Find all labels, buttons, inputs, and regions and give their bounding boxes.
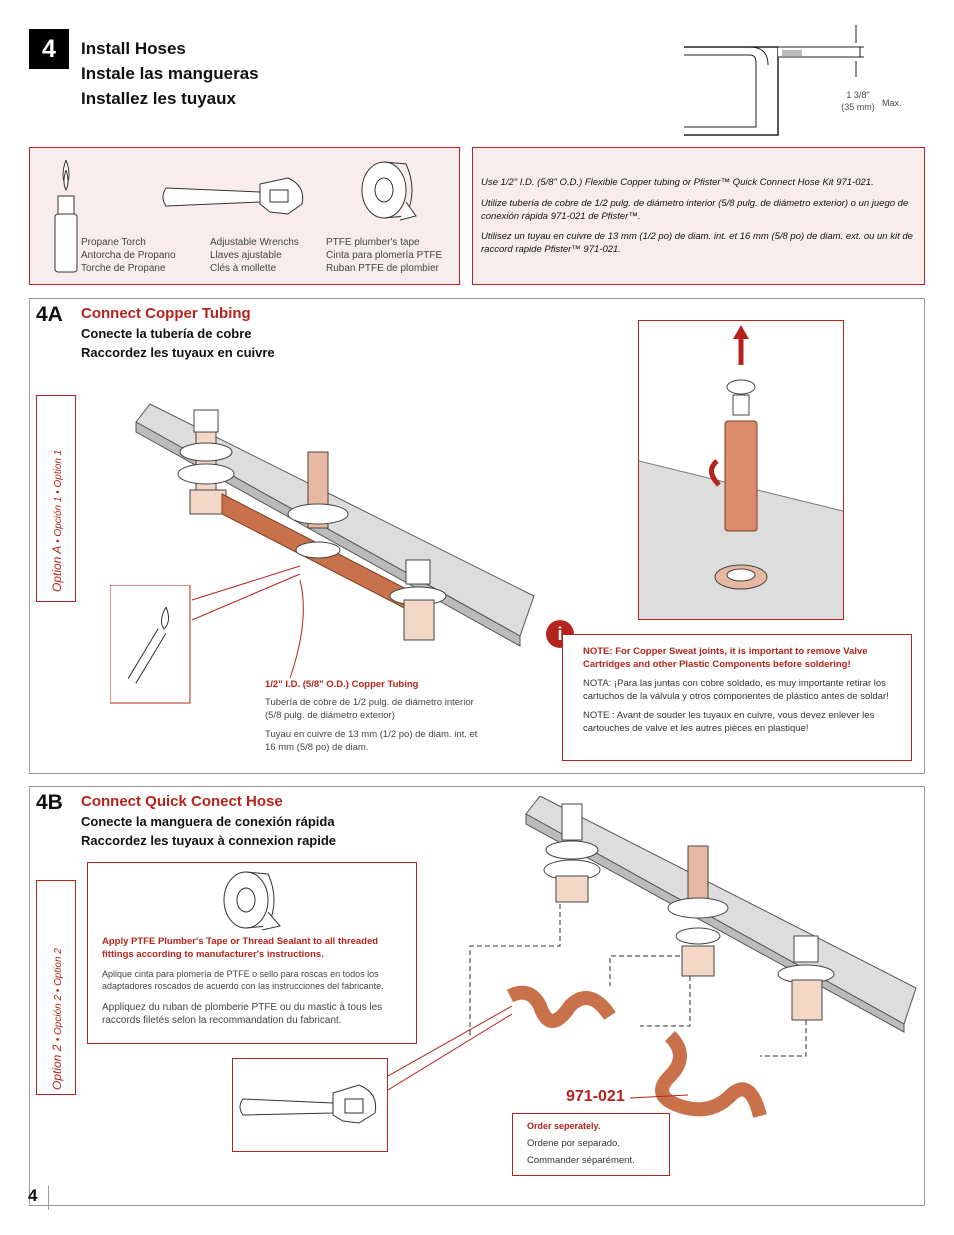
tubing-note-panel: Use 1/2" I.D. (5/8" O.D.) Flexible Coppe… [472, 147, 925, 285]
adjustable-wrench-icon [162, 177, 304, 215]
wrench-callout-lines [388, 1005, 513, 1091]
title-fr: Installez les tuyaux [81, 89, 236, 108]
tubing-note-fr: Utilisez un tuyau en cuivre de 13 mm (1/… [481, 231, 913, 255]
section-4b-title: Connect Quick Conect Hose [81, 793, 283, 810]
section-4b-label: 4B [36, 791, 63, 814]
step-number: 4 [29, 29, 69, 69]
tools-panel: Propane Torch Antorcha de Propano Torche… [29, 147, 460, 285]
propane-torch-icon [54, 159, 78, 273]
option-a-box [36, 395, 76, 602]
step-title: Install Hoses Instale las mangueras Inst… [81, 36, 259, 111]
dimension-label: 1 3/8" (35 mm) [841, 90, 875, 112]
ptfe-tape-icon [361, 161, 417, 221]
kit-number: 971-021 [566, 1088, 625, 1105]
title-es: Instale las mangueras [81, 64, 259, 83]
section-4a-subtitles: Conecte la tubería de cobre Raccordez le… [81, 326, 275, 360]
tubing-note-es: Utilize tubería de cobre de 1/2 pulg. de… [481, 198, 909, 222]
option-b-label: Option 2 • Opción 2 • Option 2 [50, 948, 64, 1090]
kit-leader-line [630, 1094, 689, 1099]
tool-torch: Propane Torch Antorcha de Propano Torche… [81, 237, 176, 274]
tubing-note-en: Use 1/2" I.D. (5/8" O.D.) Flexible Coppe… [481, 177, 874, 188]
tape-instruction-en: Apply PTFE Plumber's Tape or Thread Seal… [102, 936, 379, 960]
tool-tape: PTFE plumber's tape Cinta para plomería … [326, 237, 443, 274]
option-b-box [36, 880, 76, 1095]
order-separately-box: Order seperately. Ordene por separado. C… [512, 1113, 670, 1176]
ptfe-tape-icon-large [223, 871, 281, 931]
cartridge-removal-image [638, 320, 844, 620]
soldering-torch-callout [110, 585, 191, 704]
section-4a-title: Connect Copper Tubing [81, 305, 251, 322]
wrench-callout [232, 1058, 388, 1152]
tape-instruction-es: Aplique cinta para plomería de PTFE o se… [102, 969, 384, 991]
title-en: Install Hoses [81, 39, 186, 58]
page-number: 4 [28, 1186, 49, 1210]
section-4a-label: 4A [36, 303, 63, 326]
ptfe-tape-panel: Apply PTFE Plumber's Tape or Thread Seal… [87, 862, 417, 1044]
cartridge-removal-diagram [638, 325, 844, 619]
quick-connect-hose-diagram [469, 796, 917, 1118]
countertop-dimension-diagram [684, 25, 864, 136]
tool-wrench: Adjustable Wrenchs Llaves ajustable Clés… [210, 237, 299, 274]
solder-warning: NOTE: For Copper Sweat joints, it is imp… [562, 634, 912, 761]
option-a-label: Option A • Opción 1 • Option 1 [50, 449, 64, 592]
tape-instruction-fr: Appliquez du ruban de plomberie PTFE ou … [102, 1002, 383, 1026]
section-4b-subtitles: Conecte la manguera de conexión rápida R… [81, 814, 337, 848]
dimension-max: Max. [882, 98, 902, 108]
copper-tubing-valve-diagram [135, 403, 535, 647]
callout-lines-4a [191, 565, 304, 679]
copper-tubing-info: 1/2" I.D. (5/8" O.D.) Copper Tubing Tube… [265, 679, 478, 753]
wrench-callout-icon [239, 1084, 377, 1124]
